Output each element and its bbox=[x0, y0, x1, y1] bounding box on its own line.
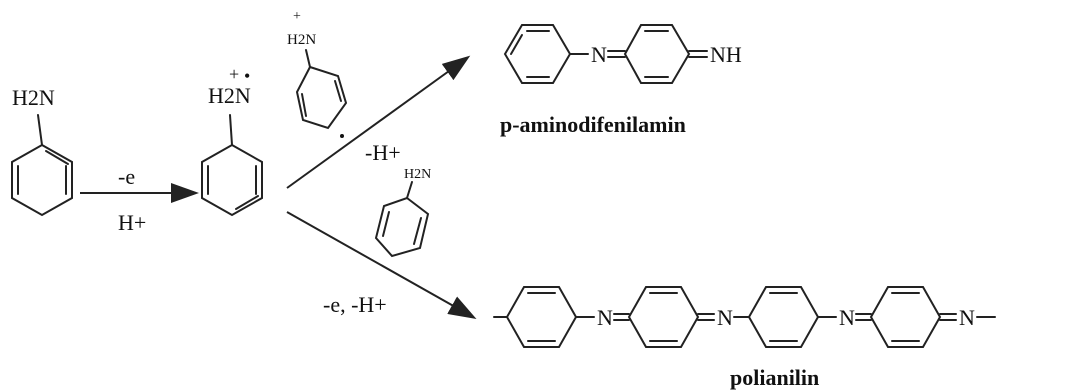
upper-condition-label: -H+ bbox=[365, 140, 401, 165]
aniline-radical-cation: H2N + • bbox=[201, 64, 263, 217]
upper-reagent-amine-label: H2N bbox=[287, 32, 316, 48]
middle-reagent-amine-label: H2N bbox=[404, 167, 431, 182]
upper-reaction-arrow: -H+ bbox=[286, 55, 471, 189]
middle-reagent-molecule: H2N bbox=[374, 167, 431, 258]
radical-amine-label: H2N bbox=[208, 83, 251, 108]
aniline-amine-label: H2N bbox=[12, 85, 55, 110]
upper-product-caption: p-aminodifenilamin bbox=[500, 112, 686, 137]
poly-n-label-3: N bbox=[839, 305, 855, 330]
aniline-molecule: H2N bbox=[11, 85, 73, 217]
poly-end-n-label: N bbox=[959, 305, 975, 330]
oxidation-arrow: -e H+ bbox=[80, 164, 199, 235]
upper-reagent-molecule: + H2N bbox=[287, 9, 348, 138]
p-aminodifenilamin-molecule: N NH p-aminodifenilamin bbox=[500, 24, 742, 137]
upper-product-nh-label: NH bbox=[710, 42, 742, 67]
radical-dot: • bbox=[244, 66, 250, 86]
upper-reagent-charge: + bbox=[293, 9, 301, 24]
upper-product-n-label: N bbox=[591, 42, 607, 67]
lower-condition-label: -e, -H+ bbox=[323, 292, 387, 317]
lower-reaction-arrow: -e, -H+ bbox=[286, 211, 477, 319]
step1-bottom-label: H+ bbox=[118, 210, 146, 235]
step1-top-label: -e bbox=[118, 164, 135, 189]
poly-n-label-2: N bbox=[717, 305, 733, 330]
radical-charge: + bbox=[229, 64, 239, 84]
lower-product-caption: polianilin bbox=[730, 365, 819, 390]
poly-n-label-1: N bbox=[597, 305, 613, 330]
polianilin-molecule: N N N N polianilin bbox=[493, 286, 996, 390]
